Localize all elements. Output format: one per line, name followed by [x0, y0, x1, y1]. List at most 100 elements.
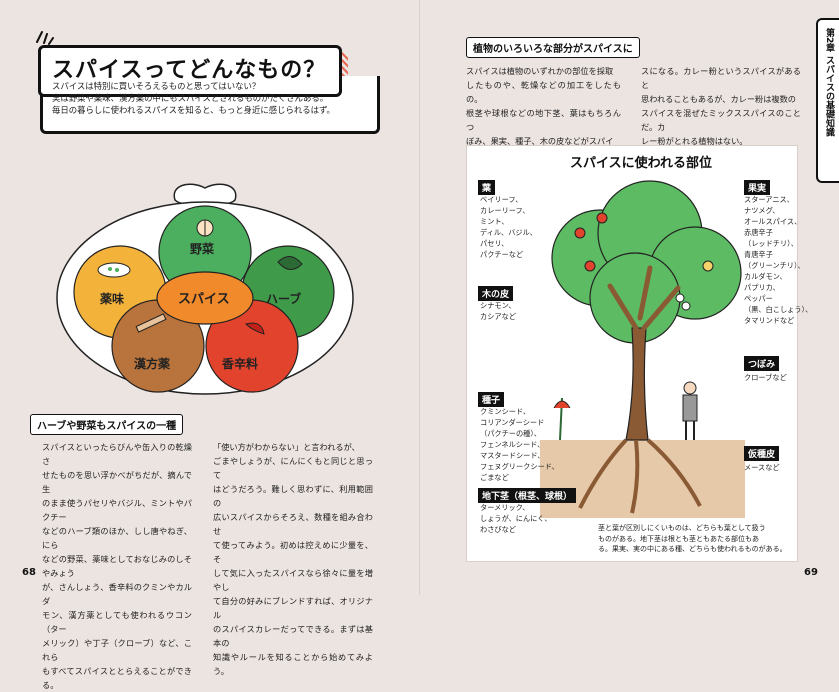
venn-label-vegetable: 野菜 — [190, 242, 215, 256]
list-item: 青唐辛子 — [744, 250, 773, 259]
section-heading-right: 植物のいろいろな部分がスパイスに — [466, 37, 640, 58]
part-list-fruit: スターアニス、 ナツメグ、 オールスパイス、 赤唐辛子 （レッドチリ）、 青唐辛… — [744, 194, 812, 326]
text-line: 思われることもあるが、カレー粉は複数の — [641, 94, 796, 104]
list-item: ベイリーフ、 — [480, 195, 523, 204]
text-line: せたものを思い浮かべがちだが、摘んで生 — [42, 470, 192, 494]
flower-icon — [574, 212, 608, 272]
text-line: 広いスパイスからそろえ、数種を組み合わせ — [213, 512, 373, 536]
list-item: パクチーなど — [480, 250, 524, 259]
text-line: レー粉がとれる植物はない。 — [641, 136, 748, 146]
part-tag-seed: 種子 — [478, 392, 505, 407]
chili-icon — [245, 322, 265, 335]
text-line: スパイスは植物のいずれかの部位を採取 — [466, 66, 614, 76]
spark-icon — [34, 30, 54, 50]
list-item: ペッパー — [744, 294, 773, 303]
text-line: して気に入ったスパイスなら徐々に量を増やし — [213, 568, 373, 592]
note-line: る。果実、実の中にある種、どちらも使われるものがある。 — [598, 545, 787, 553]
chapter-tab — [816, 18, 839, 183]
intro-line: スパイスは特別に買いそろえるものと思ってはいない？ — [52, 81, 261, 91]
list-item: わさびなど — [480, 525, 516, 534]
page-title: スパイスってどんなもの？ — [52, 58, 327, 83]
person-icon — [682, 381, 698, 440]
venn-label-kanpo: 漢方薬 — [134, 357, 171, 371]
venn-label-koshinryo: 香辛料 — [222, 357, 259, 371]
part-tag-rhizome: 地下茎（根茎、球根） — [478, 488, 577, 503]
text-line: ごまやしょうが、にんにくもと同じと思って — [213, 456, 373, 480]
cinnamon-icon — [135, 313, 167, 333]
list-item: （パクチーの種）、 — [480, 429, 542, 438]
list-item: 赤唐辛子 — [744, 228, 773, 237]
text-line: などの野菜、薬味としておなじみのしそやみょう — [42, 554, 192, 578]
text-line: 知識やルールを知ることから始めてみよう。 — [213, 652, 373, 676]
part-list-rhizome: ターメリック、 しょうが、にんにく、 わさびなど — [480, 502, 552, 535]
note-line: ものがある。地下茎は根とも茎ともあたる部位もあ — [598, 534, 759, 543]
list-item: しょうが、にんにく、 — [480, 514, 552, 523]
list-item: クローブなど — [744, 373, 787, 382]
list-item: パプリカ、 — [744, 283, 780, 292]
title-box — [38, 45, 342, 97]
text-line: モン、漢方薬としても使われるウコン（ター — [42, 610, 192, 634]
list-item: ごまなど — [480, 473, 509, 482]
list-item: カシアなど — [480, 312, 516, 321]
green-onion-icon — [97, 262, 131, 278]
body-column-2: 「使い方がわからない」と言われるが、 ごまやしょうが、にんにくもと同じと思って … — [213, 440, 373, 678]
note-line: 茎と葉が区別しにくいものは、どちらも葉として扱う — [598, 524, 766, 532]
part-list-leaf: ベイリーフ、 カレーリーフ、 ミント、 ディル、バジル、 パセリ、 パクチーなど — [480, 194, 537, 260]
text-line: スパイスを混ぜたミックススパイスのことだ。カ — [641, 108, 801, 132]
venn-label-spice: スパイス — [178, 292, 230, 307]
panel-note: 茎と葉が区別しにくいものは、どちらも葉として扱う ものがある。地下茎は根とも茎と… — [598, 523, 788, 555]
tree-illustration — [540, 180, 745, 518]
tree-trunk — [625, 327, 649, 441]
list-item: ターメリック、 — [480, 503, 530, 512]
text-line: メリック）や丁子（クローブ）など、これら — [42, 638, 192, 662]
chapter-tab-label: 第2章 スパイスの基礎知識 — [824, 28, 834, 137]
right-body-column-2: スになる。カレー粉というスパイスがあると 思われることもあるが、カレー粉は複数の… — [641, 64, 801, 148]
text-line: が、さんしょう、香辛料のクミンやカルダ — [42, 582, 192, 606]
part-list-bark: シナモン、 カシアなど — [480, 300, 516, 322]
venn-label-yakumi: 薬味 — [100, 292, 125, 306]
list-item: （黒、白こしょう）、 — [744, 305, 813, 314]
list-item: メースなど — [744, 463, 780, 472]
list-item: ディル、バジル、 — [480, 228, 537, 237]
part-list-seed: クミンシード、 コリアンダーシード （パクチーの種）、 フェンネルシード、 マス… — [480, 406, 559, 483]
list-item: タマリンドなど — [744, 316, 795, 325]
list-item: コリアンダーシード — [480, 418, 545, 427]
part-tag-leaf: 葉 — [478, 180, 496, 195]
book-spread: スパイスってどんなもの？ スパイスは特別に買いそろえるものと思ってはいない？ 実… — [22, 0, 839, 690]
list-item: オールスパイス、 — [744, 217, 802, 226]
text-line: などのハーブ類のほか、しし唐やねぎ、にら — [42, 526, 192, 550]
text-line: 根茎や球根などの地下茎、葉はもちろんつ — [466, 108, 621, 132]
list-item: （グリーンチリ）、 — [744, 261, 805, 270]
list-item: フェヌグリークシード、 — [480, 462, 559, 471]
list-item: カルダモン、 — [744, 272, 787, 281]
part-tag-bark: 木の皮 — [478, 286, 514, 301]
right-body-column-1: スパイスは植物のいずれかの部位を採取 したものや、乾燥などの加工をしたもの。 根… — [466, 64, 621, 148]
onion-icon — [196, 219, 214, 237]
fruit-icon — [675, 260, 714, 311]
text-line: スパイスといったらびんや缶入りの乾燥さ — [42, 442, 192, 466]
intro-text: スパイスは特別に買いそろえるものと思ってはいない？ 実は野菜や薬味、漢方薬の中に… — [52, 80, 372, 116]
chili-plant-icon — [553, 397, 571, 441]
text-line: のスパイスカレーだってできる。まずは基本の — [213, 624, 373, 648]
list-item: ミント、 — [480, 217, 509, 226]
text-line: もすべてスパイスととらえることができる。 — [42, 666, 192, 690]
panel-title: スパイスに使われる部位 — [570, 156, 712, 171]
text-line: はどうだろう。難しく思わずに、利用範囲の — [213, 484, 373, 508]
spice-center — [156, 271, 254, 325]
text-line: 「使い方がわからない」と言われるが、 — [213, 442, 360, 452]
page-number-left: 68 — [22, 567, 36, 578]
list-item: フェンネルシード、 — [480, 440, 545, 449]
tree-roots — [578, 438, 702, 514]
intro-line: 毎日の暮らしに使われるスパイスを知ると、もっと身近に感じられるはず。 — [52, 105, 335, 115]
herb-leaf-icon — [277, 256, 303, 270]
part-tag-bud: つぼみ — [744, 356, 780, 371]
list-item: カレーリーフ、 — [480, 206, 530, 215]
page-fold — [419, 0, 420, 595]
venn-label-herb: ハーブ — [266, 292, 302, 306]
part-list-pseudo: メースなど — [744, 462, 780, 473]
list-item: スターアニス、 — [744, 195, 794, 204]
part-tag-fruit: 果実 — [744, 180, 771, 195]
intro-line: 実は野菜や薬味、漢方薬の中にもスパイスとされるものがたくさんある。 — [52, 93, 329, 103]
section-heading-left: ハーブや野菜もスパイスの一種 — [30, 414, 184, 435]
part-tag-pseudo: 仮種皮 — [744, 446, 780, 461]
